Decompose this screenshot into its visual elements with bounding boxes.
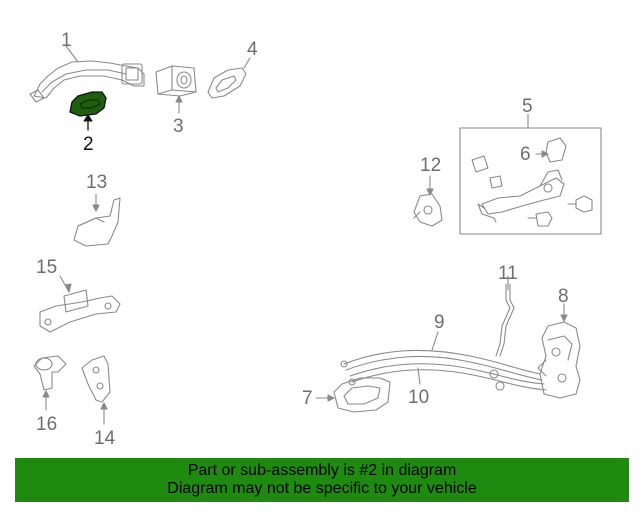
callout-16: 16 [36, 414, 58, 435]
callout-3: 3 [173, 116, 184, 137]
callout-10: 10 [408, 387, 430, 408]
callout-1: 1 [61, 30, 72, 51]
part-13-bracket [73, 193, 121, 247]
info-banner: Part or sub-assembly is #2 in diagram Di… [15, 458, 629, 502]
callout-15: 15 [36, 257, 58, 278]
callout-2: 2 [83, 134, 94, 155]
callout-14: 14 [94, 428, 116, 449]
part-handle-cover [69, 91, 107, 131]
part-16-stud [33, 355, 67, 411]
part-15-check-link [39, 275, 121, 333]
callout-7: 7 [302, 388, 313, 409]
callout-9: 9 [434, 312, 445, 333]
banner-line-2: Diagram may not be specific to your vehi… [167, 480, 477, 497]
callout-4: 4 [247, 39, 258, 60]
callout-11: 11 [498, 263, 518, 284]
banner-line-1: Part or sub-assembly is #2 in diagram [187, 462, 457, 479]
part-14-hinge [81, 355, 111, 425]
callout-13: 13 [86, 172, 108, 193]
part-5-box [459, 113, 602, 235]
part-outer-handle [29, 45, 145, 103]
callout-5: 5 [522, 96, 533, 117]
part-8-lock-actuator [537, 303, 581, 399]
part-9-10-cables [340, 331, 547, 391]
callout-12: 12 [420, 155, 442, 176]
part-11-rod [495, 275, 515, 357]
callout-6: 6 [520, 144, 531, 165]
part-12-bracket [413, 175, 443, 227]
parts-diagram [29, 45, 602, 425]
callout-8: 8 [558, 286, 569, 307]
part-cylinder-housing [155, 65, 197, 114]
part-bezel [207, 57, 251, 99]
part-7-inner-handle [315, 377, 391, 413]
